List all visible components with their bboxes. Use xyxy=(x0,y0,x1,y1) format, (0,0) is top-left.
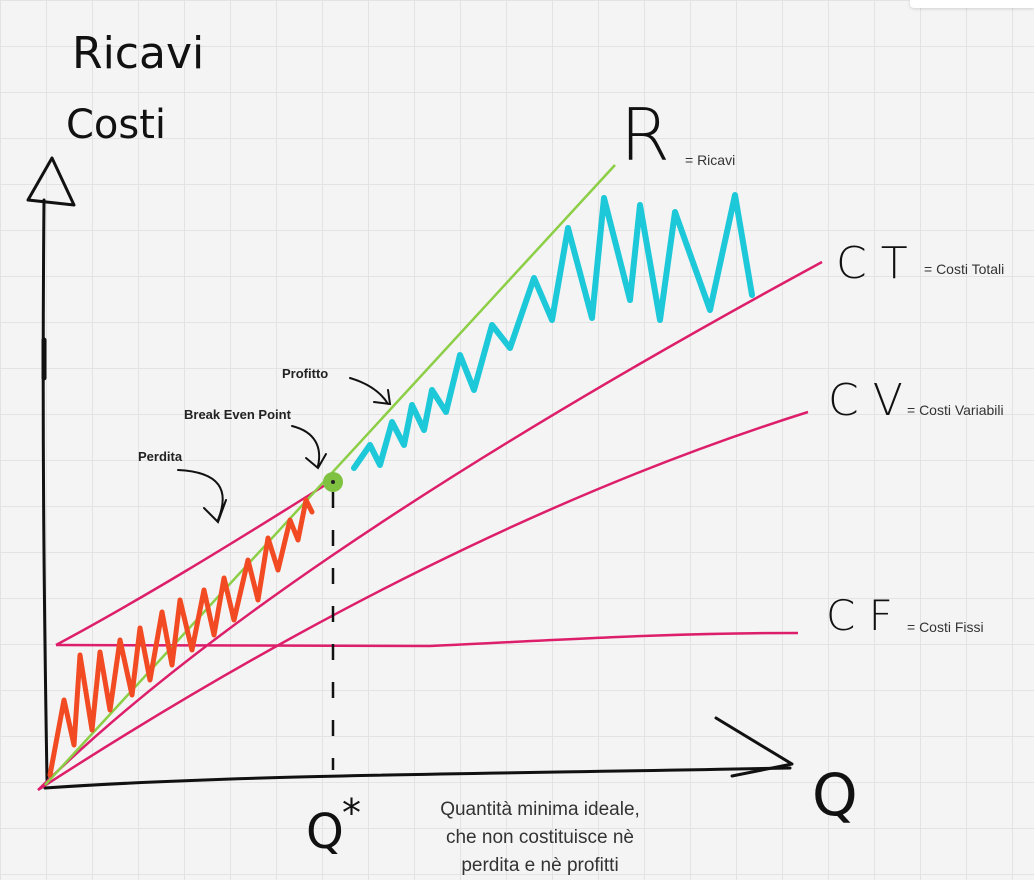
cf-curve-note: = Costi Fissi xyxy=(907,619,984,635)
r-curve-symbol: R xyxy=(620,93,670,177)
q-star-mark: * xyxy=(342,791,361,835)
caption-line-3: perdita e nè profitti xyxy=(461,855,618,876)
x-axis-arrowhead xyxy=(714,716,794,778)
caption-line-2: che non costituisce nè xyxy=(446,827,634,848)
x-axis xyxy=(43,766,792,790)
loss-area-top xyxy=(55,480,331,647)
break-even-arrow xyxy=(291,425,327,470)
x-axis-label: Q xyxy=(812,761,858,829)
y-axis-label-line2: Costi xyxy=(66,102,166,148)
loss-zigzag xyxy=(47,497,315,778)
break-even-label: Break Even Point xyxy=(184,407,292,422)
profit-zigzag xyxy=(351,192,755,471)
caption-line-1: Quantità minima ideale, xyxy=(440,799,640,820)
cv-curve xyxy=(37,410,809,792)
y-axis-label-line1: Ricavi xyxy=(72,28,204,79)
profitto-arrow xyxy=(349,377,392,406)
cf-curve xyxy=(55,631,799,648)
ct-curve-note: = Costi Totali xyxy=(924,261,1004,277)
y-axis-arrowhead xyxy=(26,156,76,207)
r-curve-note: = Ricavi xyxy=(685,152,735,168)
profitto-label: Profitto xyxy=(282,366,328,381)
cv-curve-note: = Costi Variabili xyxy=(907,402,1004,418)
cv-curve-symbol: C V xyxy=(828,375,903,426)
perdita-arrow xyxy=(177,469,227,524)
break-even-point-center xyxy=(331,480,335,484)
y-axis xyxy=(41,198,49,782)
ct-curve xyxy=(37,260,823,791)
ct-curve-symbol: C T xyxy=(836,238,908,289)
q-star-label: Q xyxy=(306,804,344,860)
toolbar-card xyxy=(910,0,1034,8)
perdita-label: Perdita xyxy=(138,449,183,464)
cf-curve-symbol: C F xyxy=(826,591,893,640)
